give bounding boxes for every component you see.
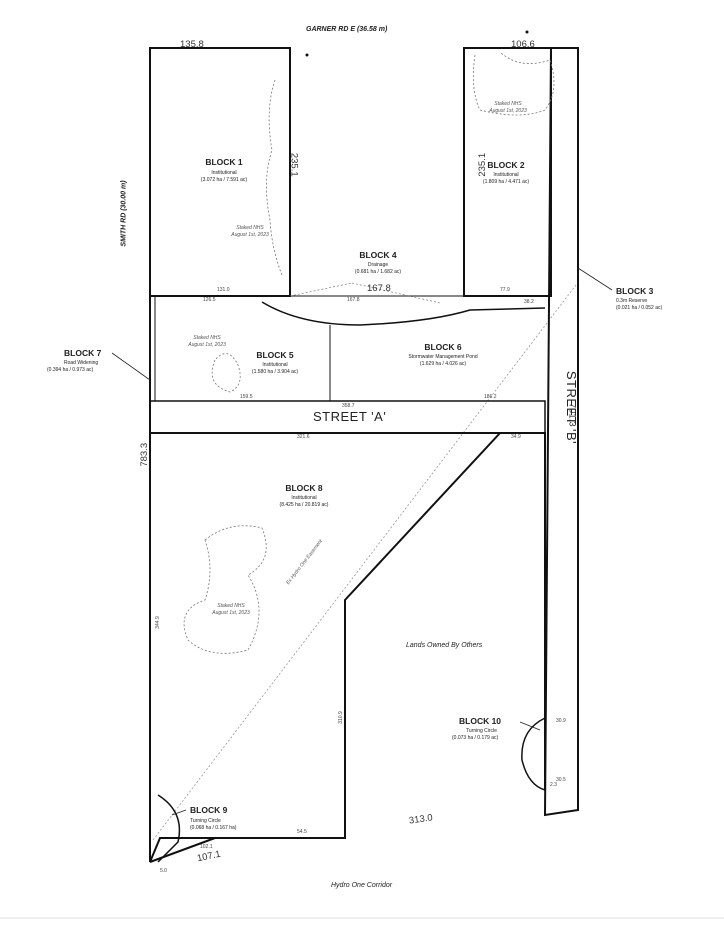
garner-road-label: GARNER RD E (36.58 m) (306, 26, 388, 33)
dim-block-4-north: 167.8 (347, 297, 360, 303)
block-10-title: BLOCK 10 (459, 716, 502, 726)
block-8-area: (8.425 ha / 20.819 ac) (279, 502, 329, 508)
staked-nhs-4-label: Staked NHS (217, 603, 245, 609)
block-6-title: BLOCK 6 (424, 342, 462, 352)
block-7-use: Road Widening (64, 360, 99, 366)
lands-owned-by-others: Lands Owned By Others (406, 642, 483, 649)
street-a-label: STREET 'A' (313, 409, 387, 424)
block-4-use: Drainage (367, 262, 389, 268)
block-3-area: (0.021 ha / 0.052 ac) (616, 305, 663, 311)
block-6-use: Stormwater Management Pond (408, 354, 478, 360)
block-4-drainage-curve (261, 301, 546, 326)
dim-block-1-south: 131.0 (217, 287, 230, 293)
dim-street-a-length: 358.7 (342, 403, 355, 409)
block-3-parcel (543, 47, 579, 817)
dim-block-8-east: 34.9 (511, 434, 521, 440)
dim-block-2-vertical: 235.1 (477, 152, 489, 177)
survey-point-1 (305, 53, 309, 57)
block-7-leader (111, 352, 151, 381)
dim-block-8-inner: 310.9 (337, 711, 344, 724)
smith-road-label: SMITH RD (30.00 m) (120, 180, 128, 247)
block-4-title: BLOCK 4 (359, 250, 397, 260)
staked-nhs-1-label: Staked NHS (236, 225, 264, 231)
dim-block-9-south: 102.1 (200, 844, 213, 850)
dim-block-5-north: 126.5 (203, 297, 216, 303)
block-10-area: (0.073 ha / 0.179 ac) (452, 735, 499, 741)
dim-block-10-tag: 2.3 (550, 782, 557, 788)
nhs-boundary-4 (183, 525, 267, 654)
block-2-title: BLOCK 2 (487, 160, 525, 170)
nhs-boundary-3 (211, 353, 241, 393)
block-2-area: (1.809 ha / 4.471 ac) (482, 179, 530, 185)
dim-block-10-north: 30.9 (556, 718, 566, 724)
hydro-easement-line (152, 284, 577, 841)
block-5-title: BLOCK 5 (256, 350, 294, 360)
dim-block-10-south: 30.5 (556, 777, 566, 783)
block-5-use: Institutional (262, 362, 288, 368)
block-1-title: BLOCK 1 (205, 157, 243, 167)
block-9-title: BLOCK 9 (190, 805, 228, 815)
block-8-use: Institutional (291, 495, 317, 501)
dim-block-6-north: 38.2 (524, 299, 534, 305)
dim-block-2-south: 77.9 (500, 287, 510, 293)
block-9-turning-circle (157, 794, 181, 863)
block-4-dashed-line (289, 282, 353, 297)
south-boundary (149, 837, 216, 863)
block-10-turning-circle (521, 717, 546, 791)
block-10-leader (519, 721, 541, 731)
dim-block-4-width: 167.8 (367, 283, 391, 294)
block-2-use: Institutional (493, 172, 519, 178)
staked-nhs-1-date: August 1st, 2023 (231, 232, 269, 238)
staked-nhs-4-date: August 1st, 2023 (212, 610, 250, 616)
dim-block-9-tag: 5.0 (160, 868, 167, 874)
block-8-title: BLOCK 8 (285, 483, 323, 493)
block-4-area: (0.681 ha / 1.682 ac) (354, 269, 402, 275)
block-3-title: BLOCK 3 (616, 286, 654, 296)
block-9-use: Turning Circle (190, 818, 221, 824)
dim-top-left: 135.8 (180, 39, 204, 50)
nhs-boundary-1 (266, 79, 283, 276)
block-4-dashed-line-2 (351, 282, 441, 304)
block-5-area: (1.580 ha / 3.904 ac) (251, 369, 299, 375)
dim-block-6-south: 186.2 (484, 394, 497, 400)
block-10-use: Turning Circle (466, 728, 497, 734)
block-1-use: Institutional (211, 170, 237, 176)
hydro-corridor-label: Hydro One Corridor (331, 882, 393, 889)
survey-point-2 (525, 30, 529, 34)
block-1-area: (3.072 ha / 7.591 ac) (200, 177, 248, 183)
nhs-boundary-2 (472, 51, 555, 116)
staked-nhs-3-date: August 1st, 2023 (188, 342, 226, 348)
staked-nhs-2-date: August 1st, 2023 (489, 108, 527, 114)
dim-block-8-west: 344.9 (154, 616, 161, 629)
dim-street-b-length: 701.3 (566, 402, 578, 427)
others-east-line (500, 432, 546, 790)
block-7-title: BLOCK 7 (64, 348, 102, 358)
block-3-use: 0.3m Reserve (616, 298, 648, 304)
block-9-area: (0.068 ha / 0.167 ha) (190, 825, 237, 831)
dim-block-8-north: 321.6 (297, 434, 310, 440)
dim-block-5-south: 159.5 (240, 394, 253, 400)
block-6-area: (1.629 ha / 4.026 ac) (419, 361, 467, 367)
block-3-leader (577, 267, 613, 291)
staked-nhs-2-label: Staked NHS (494, 101, 522, 107)
block-9-leader (171, 809, 187, 816)
dim-top-right: 106.6 (511, 39, 535, 50)
dim-block-8-south: 54.5 (297, 829, 307, 835)
dim-block-1-vertical: 235.1 (288, 152, 300, 177)
dim-west-length: 783.3 (139, 442, 151, 467)
staked-nhs-3-label: Staked NHS (193, 335, 221, 341)
block-7-area: (0.394 ha / 0.973 ac) (47, 367, 94, 373)
